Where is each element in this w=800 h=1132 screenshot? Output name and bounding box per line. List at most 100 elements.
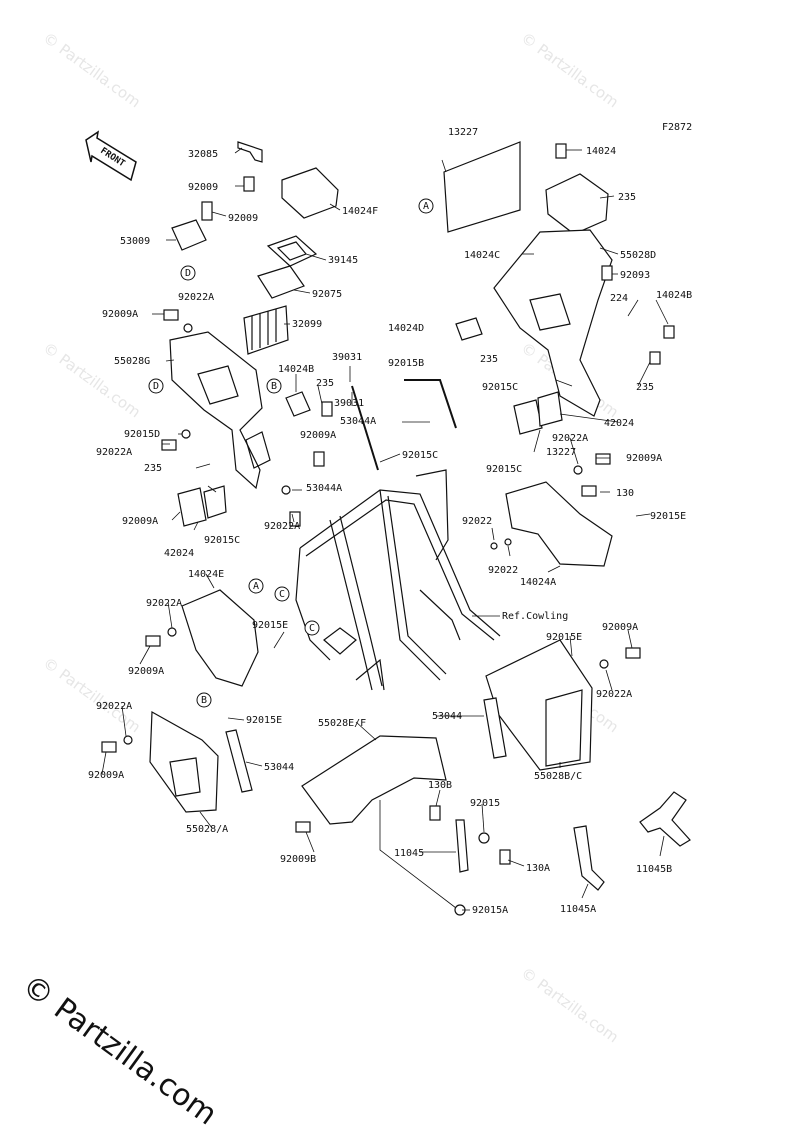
callout-c: C bbox=[309, 623, 315, 634]
part-label: 92009 bbox=[228, 213, 258, 224]
part-label: 39031 bbox=[332, 352, 362, 363]
part-label: 92015A bbox=[472, 905, 508, 916]
part-label: 235 bbox=[316, 378, 334, 389]
part-label: 224 bbox=[610, 293, 628, 304]
frame-shape bbox=[295, 469, 501, 691]
part-label: 53044A bbox=[340, 416, 376, 427]
bolt-shape bbox=[555, 143, 567, 159]
bolt-shape bbox=[625, 647, 641, 659]
part-label: 55028B/C bbox=[534, 771, 582, 782]
part-label: 92015E bbox=[650, 511, 686, 522]
bolt-shape bbox=[499, 849, 511, 865]
rod-53044A-shape bbox=[351, 385, 379, 471]
callout-d: D bbox=[153, 381, 159, 392]
cover-55028G-shape bbox=[169, 331, 263, 490]
part-label: 92015 bbox=[470, 798, 500, 809]
washer-shape bbox=[183, 323, 193, 333]
bolt-shape bbox=[649, 351, 661, 365]
washer-shape bbox=[167, 627, 177, 637]
bracket-11045B-shape bbox=[639, 791, 691, 847]
part-label: 14024F bbox=[342, 206, 378, 217]
part-label: 92022A bbox=[178, 292, 214, 303]
vent-13227-shape bbox=[537, 391, 563, 427]
callout-b: B bbox=[201, 695, 207, 706]
part-label: 92009 bbox=[188, 182, 218, 193]
bolt-shape bbox=[145, 635, 161, 647]
strip-53044-shape bbox=[483, 697, 507, 759]
part-label: 92022 bbox=[462, 516, 492, 527]
part-label: 235 bbox=[480, 354, 498, 365]
leader-lines bbox=[101, 147, 669, 911]
bracket-11045A-shape bbox=[573, 825, 605, 891]
part-label: 92093 bbox=[620, 270, 650, 281]
diagram-canvas: © Partzilla.com © Partzilla.com © Partzi… bbox=[40, 29, 692, 1047]
part-label: 92015C bbox=[204, 535, 240, 546]
filter-32099-shape bbox=[243, 305, 289, 355]
strip-53044-shape bbox=[225, 729, 253, 793]
bracket-11045-shape bbox=[455, 819, 469, 873]
bolt-shape bbox=[321, 401, 333, 417]
washer-shape bbox=[573, 465, 583, 475]
part-label: 92009A bbox=[88, 770, 124, 781]
part-label: 53044A bbox=[306, 483, 342, 494]
cover-55028D-shape bbox=[493, 229, 613, 417]
part-label: 92009A bbox=[300, 430, 336, 441]
bolt-shape bbox=[601, 265, 613, 281]
part-labels: 32085 92009 92009 53009 14024F 39145 920… bbox=[88, 127, 692, 916]
washer-shape bbox=[504, 538, 512, 546]
panel-14024A-shape bbox=[505, 481, 613, 567]
bolt-shape bbox=[663, 325, 675, 339]
part-label: Ref.Cowling bbox=[502, 611, 568, 622]
vent-42024-shape bbox=[513, 399, 543, 435]
watermark: © Partzilla.com bbox=[40, 339, 144, 422]
bolt-shape bbox=[295, 821, 311, 833]
cap-14024F-shape bbox=[281, 167, 339, 219]
washer-shape bbox=[490, 542, 498, 550]
part-label: 11045B bbox=[636, 864, 672, 875]
callout-a: A bbox=[423, 201, 429, 212]
vent-13227-shape bbox=[203, 485, 227, 519]
washer-shape bbox=[181, 429, 191, 439]
cover-55028EF-shape bbox=[301, 735, 447, 825]
part-label: 92015C bbox=[486, 464, 522, 475]
part-label: 53044 bbox=[264, 762, 294, 773]
part-label: 130B bbox=[428, 780, 452, 791]
part-label: 14024C bbox=[464, 250, 500, 261]
callout-d: D bbox=[185, 268, 191, 279]
cap-14024C-shape bbox=[545, 173, 609, 235]
bolt-shape bbox=[313, 451, 325, 467]
pad-92075-shape bbox=[257, 265, 305, 299]
callout-a: A bbox=[253, 581, 259, 592]
bolt-shape bbox=[429, 805, 441, 821]
part-label: 92022A bbox=[552, 433, 588, 444]
washer-shape bbox=[281, 485, 291, 495]
part-label: 92015C bbox=[402, 450, 438, 461]
cover-55028A-shape bbox=[149, 710, 219, 813]
part-label: 13227 bbox=[546, 447, 576, 458]
part-label: 14024E bbox=[188, 569, 224, 580]
bolt-shape bbox=[243, 176, 255, 192]
watermark: © Partzilla.com bbox=[518, 964, 622, 1046]
watermark-layer: © Partzilla.com © Partzilla.com © Partzi… bbox=[40, 29, 622, 1047]
part-label: 92022A bbox=[96, 447, 132, 458]
part-label: 39145 bbox=[328, 255, 358, 266]
bolt-shape bbox=[161, 439, 177, 451]
panel-14024-shape bbox=[443, 141, 521, 233]
part-label: 55028G bbox=[114, 356, 150, 367]
callout-b: B bbox=[271, 381, 277, 392]
part-label: 14024A bbox=[520, 577, 556, 588]
part-label: 92009A bbox=[102, 309, 138, 320]
part-label: 235 bbox=[618, 192, 636, 203]
callout-c: C bbox=[279, 589, 285, 600]
parts-diagram: © Partzilla.com © Partzilla.com © Partzi… bbox=[15, 29, 692, 1132]
part-label: 92075 bbox=[312, 289, 342, 300]
washer-shape bbox=[123, 735, 133, 745]
part-label: 92022A bbox=[264, 521, 300, 532]
part-label: 130 bbox=[616, 488, 634, 499]
part-label: 14024 bbox=[586, 146, 616, 157]
part-label: 42024 bbox=[604, 418, 634, 429]
part-label: 92009A bbox=[128, 666, 164, 677]
part-label: 32099 bbox=[292, 319, 322, 330]
part-label: 14024B bbox=[278, 364, 314, 375]
part-label: 53044 bbox=[432, 711, 462, 722]
